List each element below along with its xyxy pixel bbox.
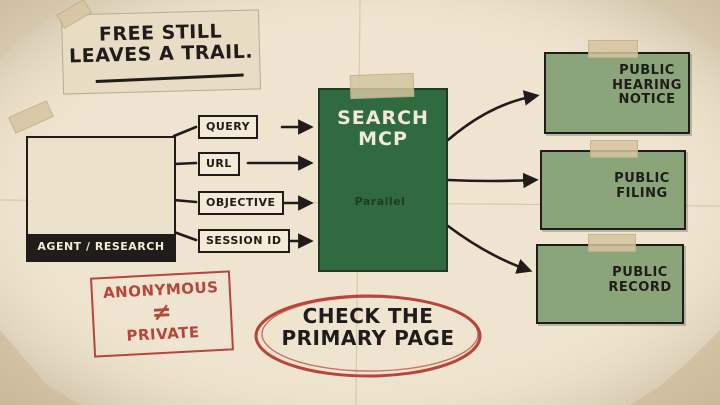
torn-corner-bottom-left bbox=[0, 330, 80, 405]
output-card-filing: PUBLIC FILING bbox=[540, 150, 686, 230]
record-arrow bbox=[446, 224, 533, 274]
agent-label: AGENT / RESEARCH bbox=[28, 234, 174, 260]
search-mcp-panel: SEARCH MCP bbox=[318, 88, 448, 272]
filing-arrow bbox=[446, 172, 539, 189]
agent-to-session-line bbox=[172, 230, 198, 242]
output-card-text: PUBLIC FILING bbox=[602, 171, 682, 201]
agent-to-query-line bbox=[172, 125, 198, 138]
agent-to-url-line bbox=[172, 161, 198, 166]
output-line: HEARING bbox=[612, 77, 682, 93]
input-tag-url: URL bbox=[198, 152, 240, 176]
title-text: FREE STILL LEAVES A TRAIL. bbox=[62, 20, 259, 67]
callout-line-2: PRIMARY PAGE bbox=[281, 325, 455, 350]
input-tag-objective: OBJECTIVE bbox=[198, 191, 284, 215]
tape-strip bbox=[349, 72, 415, 100]
torn-corner-top-right bbox=[650, 0, 720, 52]
notice-arrow bbox=[446, 90, 540, 142]
output-card-text: PUBLIC RECORD bbox=[600, 265, 680, 295]
output-line: FILING bbox=[616, 185, 668, 201]
agent-to-objective-line bbox=[172, 198, 198, 204]
callout-text: CHECK THE PRIMARY PAGE bbox=[262, 304, 474, 350]
agent-box: AGENT / RESEARCH bbox=[26, 136, 176, 262]
output-card-notice: PUBLIC HEARING NOTICE bbox=[544, 52, 690, 134]
anonymous-private-stamp: ANONYMOUS ≠ PRIVATE bbox=[90, 270, 234, 358]
input-tag-session-id: SESSION ID bbox=[198, 229, 290, 253]
tape-strip bbox=[588, 40, 638, 58]
mcp-title-line-2: MCP bbox=[358, 127, 408, 150]
tape-strip bbox=[588, 234, 636, 252]
output-line: PUBLIC bbox=[612, 265, 668, 280]
callout-ring bbox=[254, 294, 482, 378]
tape-strip bbox=[590, 140, 638, 158]
torn-corner-bottom-right bbox=[630, 330, 720, 405]
input-tag-query: QUERY bbox=[198, 115, 259, 139]
mcp-title-line-1: SEARCH bbox=[337, 107, 429, 129]
callout-line-1: CHECK THE bbox=[302, 304, 434, 328]
output-line: PUBLIC bbox=[619, 63, 675, 78]
output-card-record: PUBLIC RECORD bbox=[536, 244, 684, 324]
output-line: RECORD bbox=[608, 279, 672, 295]
output-line: PUBLIC bbox=[614, 171, 670, 186]
title-underline bbox=[95, 73, 244, 84]
mcp-title: SEARCH MCP bbox=[320, 108, 446, 149]
title-note: FREE STILL LEAVES A TRAIL. bbox=[60, 9, 262, 95]
torn-corner-top-left bbox=[0, 0, 70, 60]
parallel-label: Parallel bbox=[354, 195, 406, 208]
output-card-text: PUBLIC HEARING NOTICE bbox=[608, 63, 686, 108]
output-line: NOTICE bbox=[618, 92, 676, 108]
callout-ring-inner bbox=[261, 296, 479, 372]
title-line-2: LEAVES A TRAIL. bbox=[68, 40, 254, 67]
